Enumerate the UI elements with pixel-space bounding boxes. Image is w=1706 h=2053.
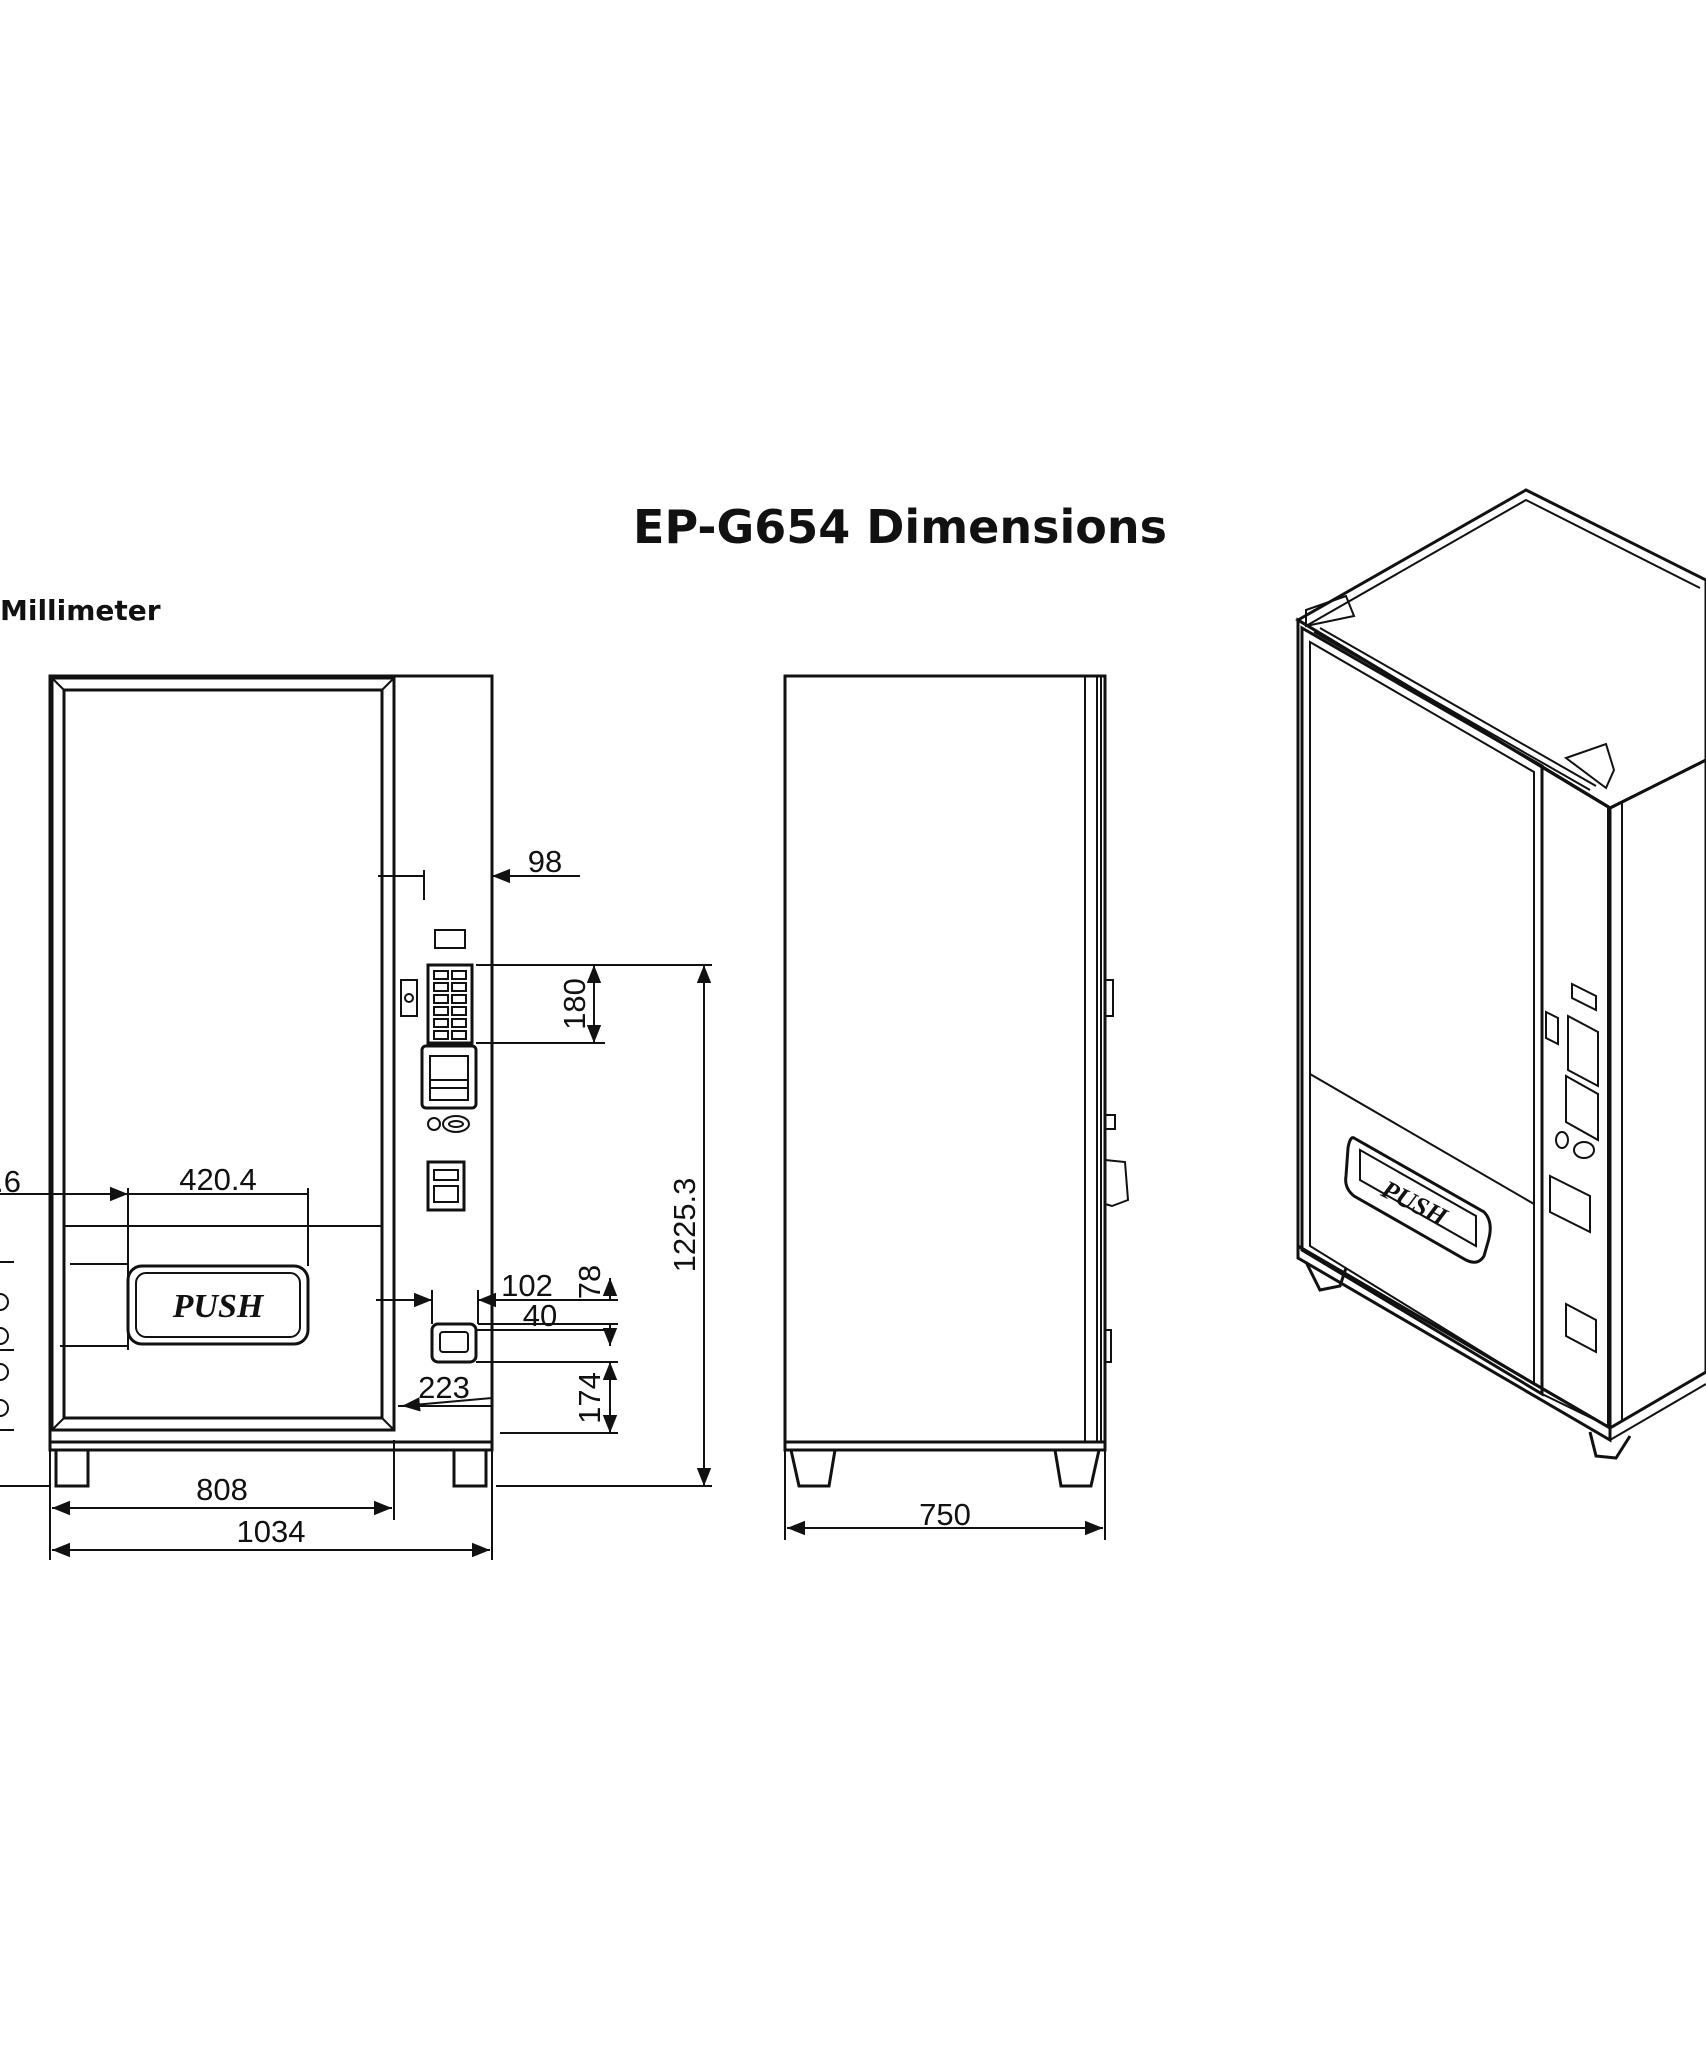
svg-text:98: 98 [528, 844, 562, 879]
iso-foot-left [1304, 1261, 1348, 1292]
svg-text:420.4: 420.4 [179, 1162, 257, 1197]
front-keypad-keys [433, 970, 467, 1040]
side-card-reader [1104, 1159, 1130, 1208]
dim-1225: 1225.3 [496, 964, 712, 1487]
front-cabinet-outline [48, 674, 494, 1444]
dim-174: 174 [500, 1362, 618, 1434]
svg-text:180: 180 [557, 978, 592, 1030]
dim-partial-left: .6 [0, 1164, 50, 1487]
svg-text:1034: 1034 [237, 1514, 306, 1549]
iso-front-face [1296, 617, 1612, 1431]
svg-text:.6: .6 [0, 1164, 21, 1199]
dim-98: 98 [378, 844, 580, 900]
front-view: PUSH [0, 674, 712, 1560]
front-base [48, 1440, 494, 1452]
side-foot-right [1053, 1448, 1101, 1488]
dim-223: 223 [398, 1370, 493, 1412]
dim-78: 78 [478, 1265, 618, 1346]
front-coin-cup [430, 1322, 478, 1364]
iso-keypad [1567, 1014, 1599, 1088]
side-cabinet-outline [783, 674, 1107, 1444]
svg-text:750: 750 [919, 1497, 971, 1532]
svg-text:40: 40 [523, 1298, 557, 1333]
svg-text:78: 78 [572, 1265, 607, 1299]
front-coin-slot [442, 1115, 470, 1133]
front-push-label: PUSH [172, 1288, 265, 1325]
dim-420: 420.4 [52, 1162, 309, 1350]
side-coin-button [1104, 1114, 1116, 1130]
iso-door-divider [1309, 1073, 1535, 1205]
front-door-glass [62, 688, 384, 1420]
dim-1034: 1034 [52, 1450, 493, 1560]
iso-push-plate [1344, 1136, 1492, 1264]
front-card-reader [426, 1160, 466, 1212]
iso-bill-validator [1565, 1074, 1599, 1142]
front-display [434, 929, 466, 949]
page-title: EP-G654 Dimensions [633, 500, 1167, 554]
side-lock [1104, 979, 1114, 1017]
iso-side-face [1608, 758, 1706, 1431]
iso-foot-right [1588, 1431, 1632, 1460]
svg-text:223: 223 [418, 1370, 470, 1405]
iso-corner-bracket-right [1563, 742, 1616, 790]
front-bill-validator [420, 1044, 478, 1110]
isometric-view: PUSH [1295, 488, 1706, 1460]
front-foot-left [54, 1448, 90, 1488]
iso-corner-bracket-left [1305, 594, 1356, 628]
iso-push-label: PUSH [1376, 1174, 1453, 1232]
svg-text:174: 174 [572, 1372, 607, 1424]
side-base [783, 1440, 1107, 1452]
unit-label: Millimeter [0, 594, 161, 627]
iso-coin-slot [1573, 1141, 1595, 1159]
iso-card-reader [1549, 1174, 1591, 1234]
side-foot-left [789, 1448, 837, 1488]
side-view: 750 [783, 674, 1130, 1540]
svg-text:808: 808 [196, 1472, 248, 1507]
svg-text:102: 102 [501, 1268, 553, 1303]
dim-808: 808 [49, 1440, 395, 1560]
dim-180: 180 [476, 964, 605, 1044]
front-coin-return-button [427, 1117, 441, 1131]
front-foot-right [452, 1448, 488, 1488]
front-keypad [426, 963, 474, 1045]
iso-lock [1545, 1010, 1559, 1046]
front-door-frame [50, 676, 396, 1432]
front-lock [400, 979, 418, 1017]
iso-display [1571, 982, 1597, 1012]
svg-text:1225.3: 1225.3 [667, 1178, 702, 1273]
dim-750: 750 [784, 1450, 1106, 1540]
dim-40: 40 [476, 1298, 618, 1363]
iso-coin-cup [1565, 1302, 1597, 1354]
